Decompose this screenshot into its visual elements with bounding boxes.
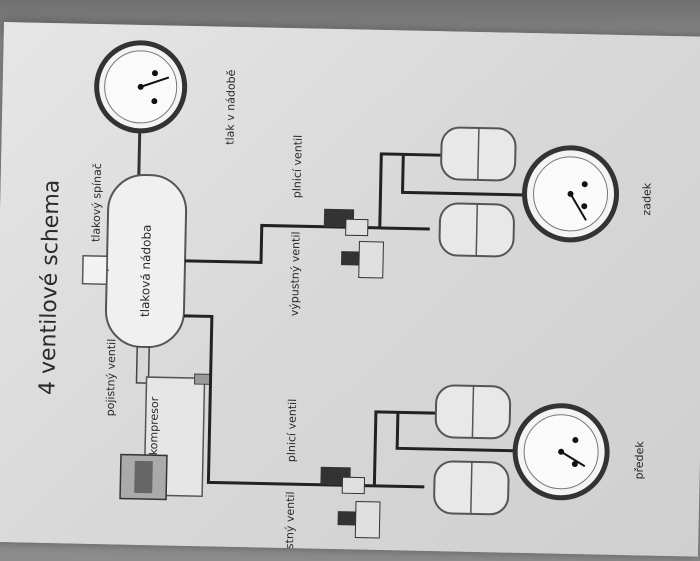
front-label: předek xyxy=(633,440,647,479)
front-air-bag-lower xyxy=(434,461,509,515)
photo-background: 4 ventilové schema tlaková nádoba tlakov… xyxy=(0,0,700,525)
front-exhaust-valve xyxy=(337,501,380,538)
tank-label: tlaková nádoba xyxy=(138,224,154,317)
rear-air-bag-lower xyxy=(439,203,514,257)
rear-exhaust-valve xyxy=(341,241,384,278)
pressure-switch-label: tlakový spínač xyxy=(89,163,104,242)
paper-sheet: 4 ventilové schema tlaková nádoba tlakov… xyxy=(0,22,700,557)
front-fill-valve xyxy=(320,467,365,494)
compressor-label: kompresor xyxy=(147,396,161,455)
front-air-bag-upper xyxy=(435,385,510,439)
schematic-svg: 4 ventilové schema tlaková nádoba tlakov… xyxy=(0,22,700,557)
rear-air-bag-upper xyxy=(441,127,516,181)
rear-pressure-gauge xyxy=(524,147,618,241)
tank-pressure-label: tlak v nádobě xyxy=(223,69,238,145)
safety-valve-label: pojistný ventil xyxy=(104,339,119,417)
front-pressure-gauge xyxy=(514,405,608,499)
front-exhaust-valve-label: výpustný ventil xyxy=(282,491,297,556)
rear-fill-valve-label: plnicí ventil xyxy=(290,135,304,199)
pressure-switch xyxy=(83,256,108,284)
tank-pressure-gauge xyxy=(96,42,186,132)
rear-exhaust-valve-label: výpustný ventil xyxy=(288,231,303,316)
rear-label: zadek xyxy=(640,182,654,216)
compressor xyxy=(120,373,211,501)
rear-fill-valve xyxy=(324,209,369,236)
diagram-title: 4 ventilové schema xyxy=(35,179,65,395)
front-fill-valve-label: plnicí ventil xyxy=(285,399,299,463)
